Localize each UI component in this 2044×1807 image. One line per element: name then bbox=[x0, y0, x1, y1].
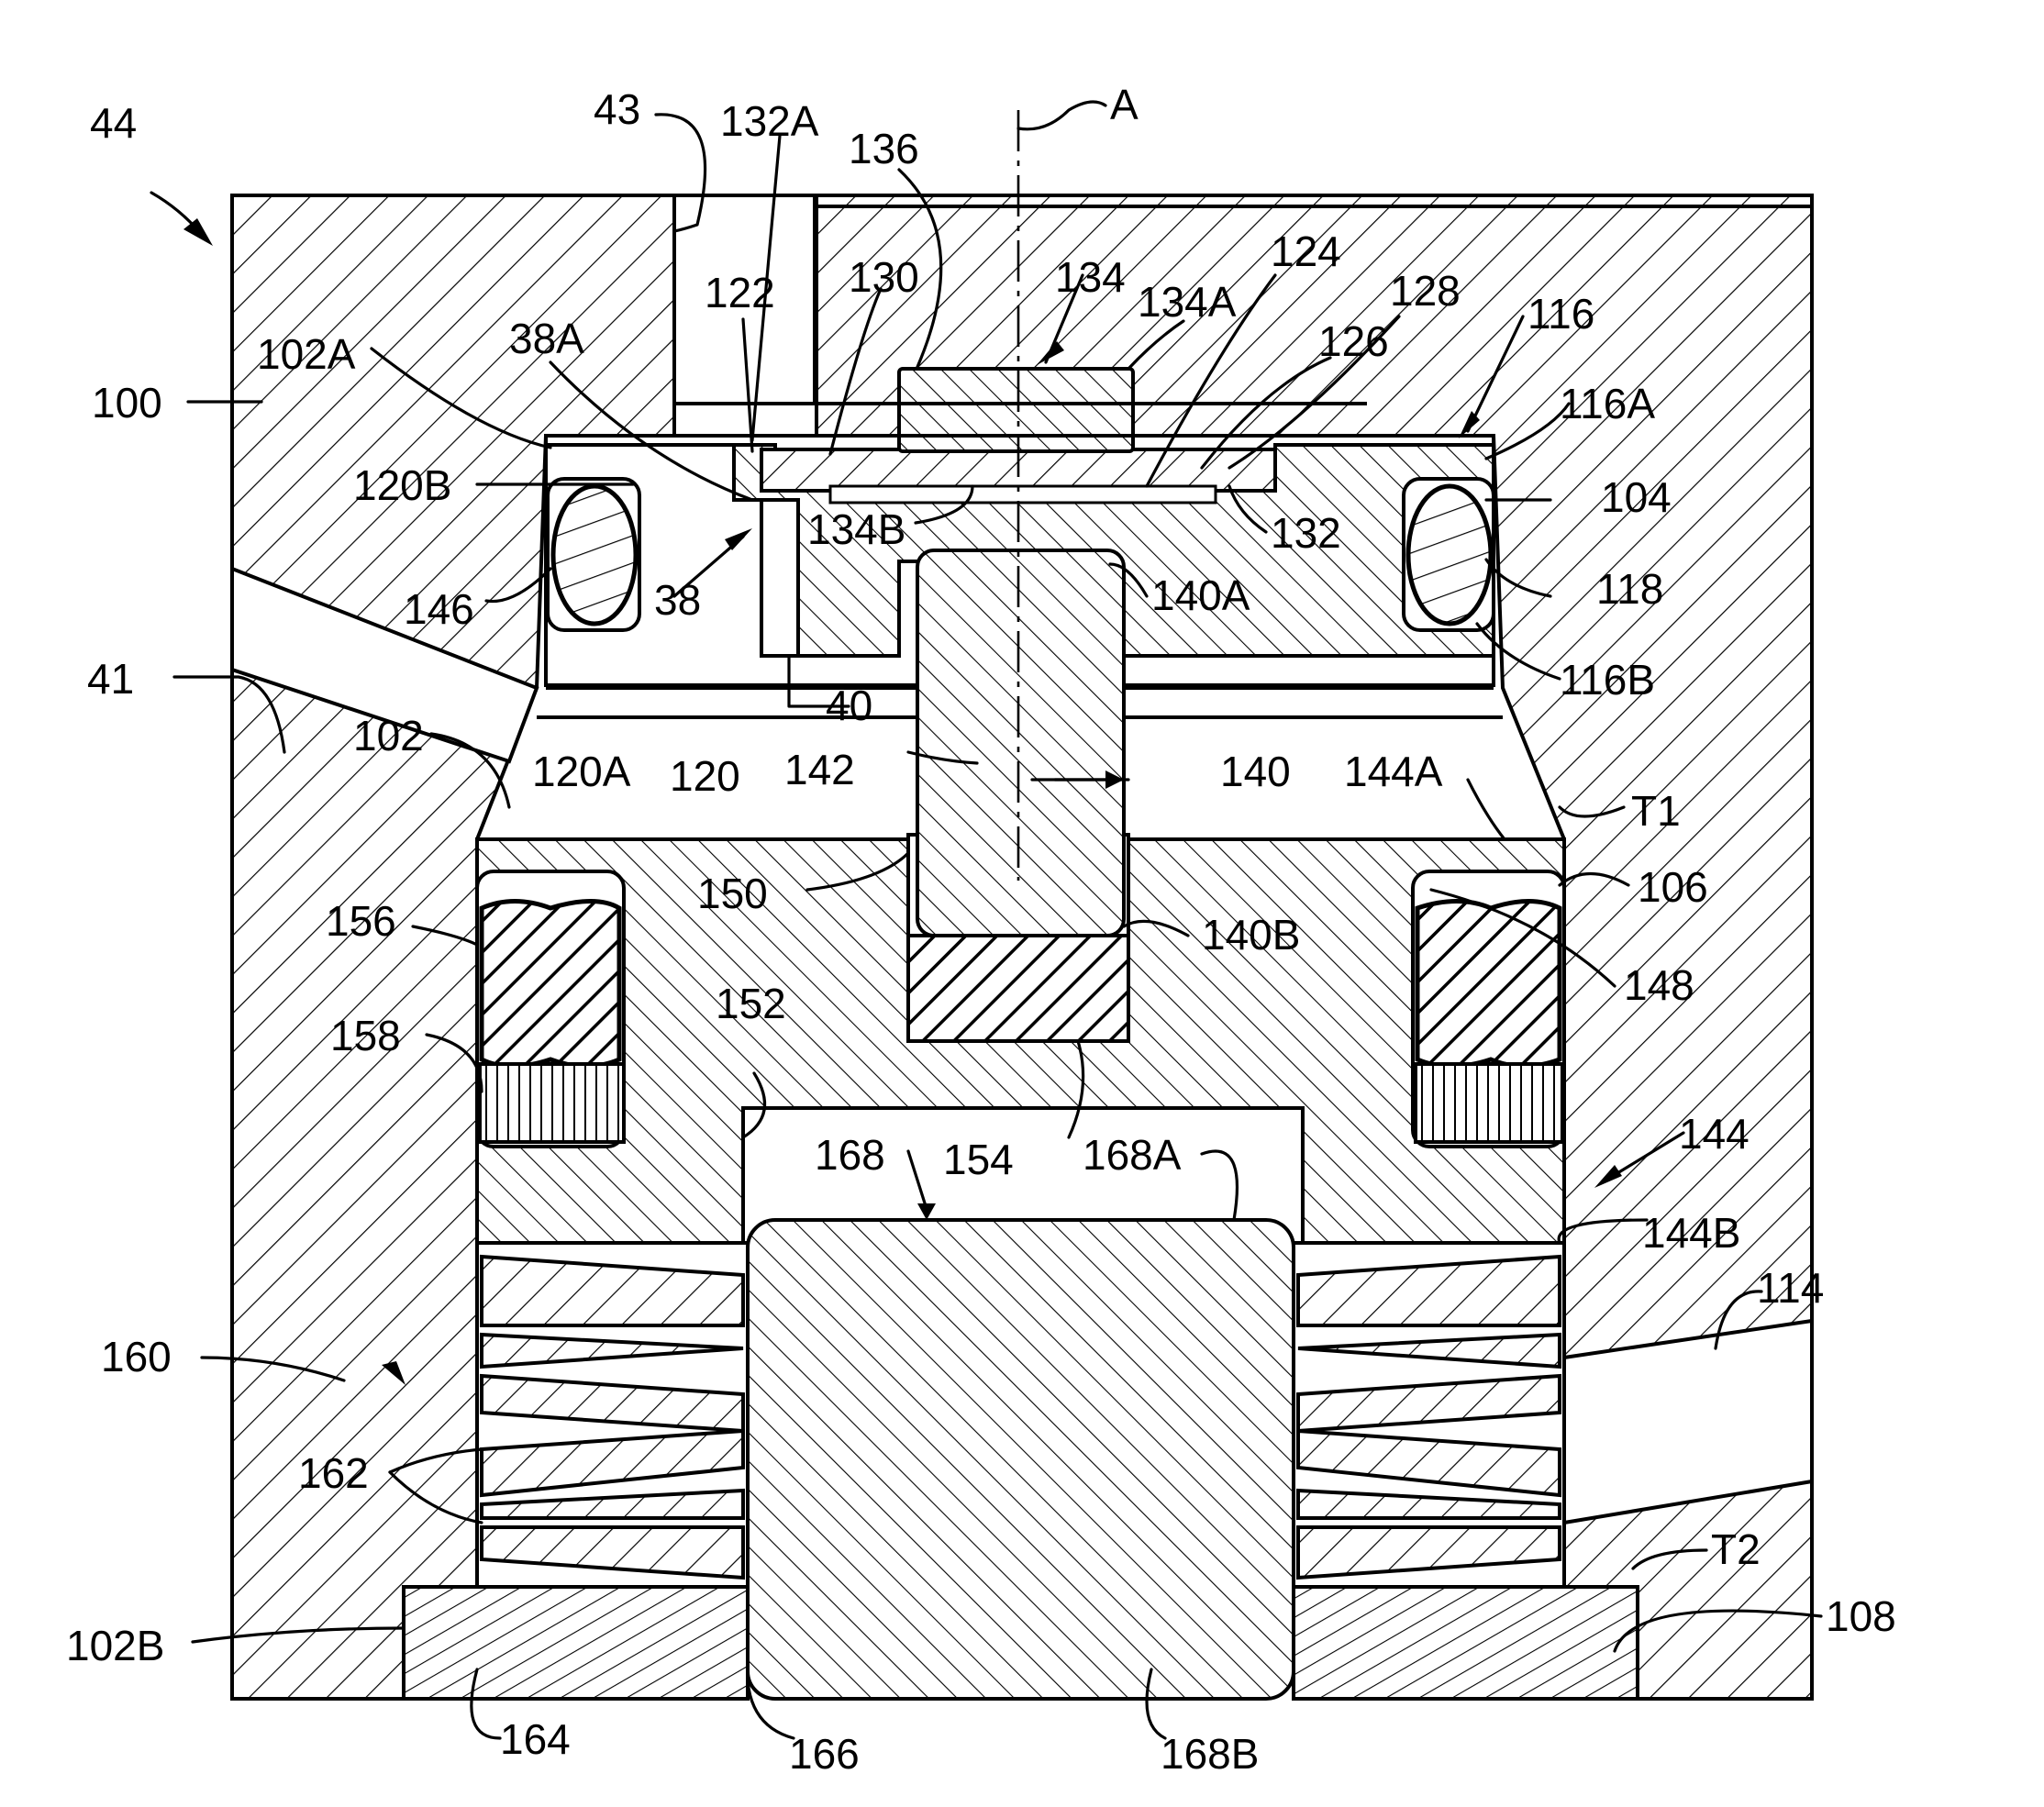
o-ring-118 bbox=[1408, 486, 1491, 624]
label-122: 122 bbox=[705, 269, 775, 316]
label-162: 162 bbox=[298, 1449, 369, 1497]
backup-ring-158 bbox=[480, 1064, 624, 1142]
retainer-164 bbox=[404, 1587, 748, 1699]
label-150: 150 bbox=[697, 870, 768, 917]
label-128: 128 bbox=[1390, 267, 1461, 315]
label-132: 132 bbox=[1271, 509, 1341, 557]
plate-132-under bbox=[830, 486, 1216, 503]
label-43: 43 bbox=[594, 85, 640, 133]
label-136: 136 bbox=[849, 125, 919, 172]
label-102B: 102B bbox=[66, 1622, 164, 1669]
label-124: 124 bbox=[1271, 227, 1341, 275]
passage-38 bbox=[761, 500, 798, 656]
label-140A: 140A bbox=[1151, 571, 1250, 619]
label-168: 168 bbox=[815, 1131, 885, 1179]
label-102A: 102A bbox=[257, 330, 356, 378]
stem-140 bbox=[917, 550, 1124, 936]
label-134A: 134A bbox=[1138, 278, 1237, 326]
label-140: 140 bbox=[1220, 748, 1291, 795]
label-A: A bbox=[1110, 81, 1139, 128]
label-148: 148 bbox=[1624, 961, 1694, 1009]
label-40: 40 bbox=[826, 682, 872, 729]
label-116B: 116B bbox=[1560, 656, 1655, 704]
label-144: 144 bbox=[1679, 1110, 1750, 1158]
label-106: 106 bbox=[1638, 863, 1708, 911]
label-166: 166 bbox=[789, 1730, 860, 1778]
label-134: 134 bbox=[1055, 253, 1126, 301]
label-160: 160 bbox=[101, 1333, 172, 1380]
seal-148 bbox=[1417, 902, 1560, 1067]
retainer-164-right bbox=[1294, 1587, 1638, 1699]
label-158: 158 bbox=[330, 1012, 401, 1059]
label-130: 130 bbox=[849, 253, 919, 301]
label-T2: T2 bbox=[1711, 1525, 1761, 1573]
label-152: 152 bbox=[716, 980, 786, 1027]
seat-154 bbox=[908, 936, 1128, 1041]
label-154: 154 bbox=[943, 1136, 1014, 1183]
label-38A: 38A bbox=[509, 315, 584, 362]
label-140B: 140B bbox=[1202, 911, 1300, 959]
disk-springs-162-left bbox=[482, 1257, 743, 1578]
label-116A: 116A bbox=[1560, 380, 1655, 427]
label-120A: 120A bbox=[532, 748, 631, 795]
label-168B: 168B bbox=[1161, 1730, 1259, 1778]
label-44: 44 bbox=[90, 99, 137, 147]
label-144A: 144A bbox=[1344, 748, 1443, 795]
o-ring-146 bbox=[553, 486, 636, 624]
label-108: 108 bbox=[1826, 1592, 1896, 1640]
label-156: 156 bbox=[326, 897, 396, 945]
label-146: 146 bbox=[404, 585, 474, 633]
label-164: 164 bbox=[500, 1715, 571, 1763]
seal-156 bbox=[482, 902, 619, 1067]
label-T1: T1 bbox=[1631, 787, 1681, 835]
label-144B: 144B bbox=[1642, 1209, 1740, 1257]
label-118: 118 bbox=[1596, 565, 1663, 613]
label-168A: 168A bbox=[1083, 1131, 1182, 1179]
label-102: 102 bbox=[353, 712, 424, 759]
label-132A: 132A bbox=[720, 97, 819, 145]
label-114: 114 bbox=[1757, 1264, 1824, 1312]
label-38: 38 bbox=[654, 576, 701, 624]
plunger-168 bbox=[748, 1220, 1294, 1699]
disk-springs-162-right bbox=[1298, 1257, 1560, 1578]
label-100: 100 bbox=[92, 379, 162, 427]
label-126: 126 bbox=[1318, 317, 1389, 365]
label-134B: 134B bbox=[807, 505, 905, 553]
label-120: 120 bbox=[670, 752, 740, 800]
label-120B: 120B bbox=[353, 461, 451, 509]
block-134 bbox=[899, 369, 1133, 451]
label-142: 142 bbox=[784, 746, 855, 793]
label-41: 41 bbox=[87, 655, 134, 703]
label-104: 104 bbox=[1601, 473, 1672, 521]
housing-top-center bbox=[816, 195, 1812, 206]
label-116: 116 bbox=[1527, 290, 1594, 338]
backup-ring-158-right bbox=[1416, 1064, 1562, 1142]
